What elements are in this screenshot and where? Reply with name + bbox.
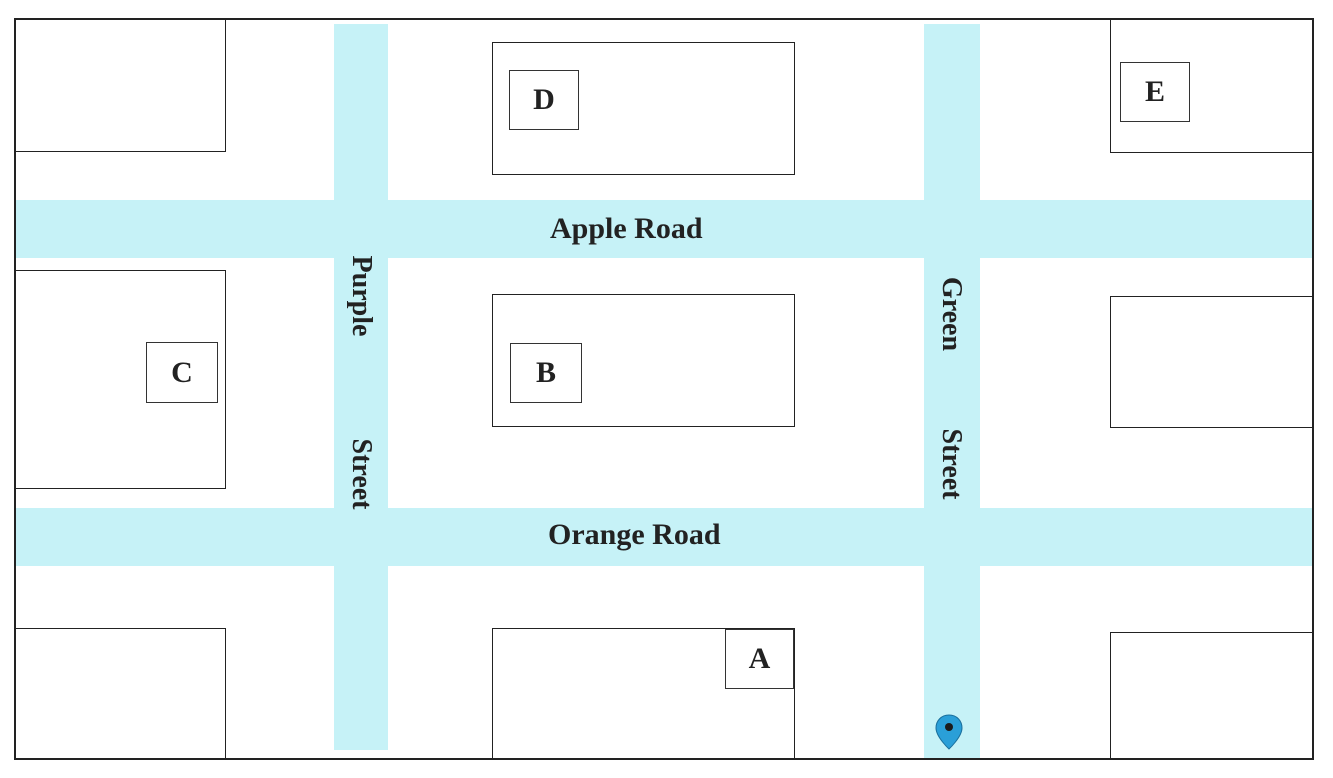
building-c-label: C [146,342,218,403]
green-street-label-1: Green [936,276,967,352]
building-e-label: E [1120,62,1190,122]
block-bottom-left [16,628,226,758]
location-pin-icon[interactable] [934,714,964,750]
apple-road [16,200,1312,258]
block-bottom-right [1110,632,1312,758]
block-middle-right [1110,296,1312,428]
green-street-label-2: Street [936,428,967,500]
orange-road [16,508,1312,566]
orange-road-label: Orange Road [548,518,721,551]
apple-road-label: Apple Road [550,212,703,245]
block-b [492,294,795,427]
purple-street [334,24,388,750]
block-e [1110,20,1312,153]
building-a-label: A [725,629,794,689]
map: D E C B A Apple Road Orange Road Purple … [14,18,1314,760]
purple-street-label-1: Purple [346,255,377,337]
block-top-left [16,20,226,152]
building-b-label: B [510,343,582,403]
building-d-label: D [509,70,579,130]
purple-street-label-2: Street [346,438,377,510]
green-street [924,24,980,758]
